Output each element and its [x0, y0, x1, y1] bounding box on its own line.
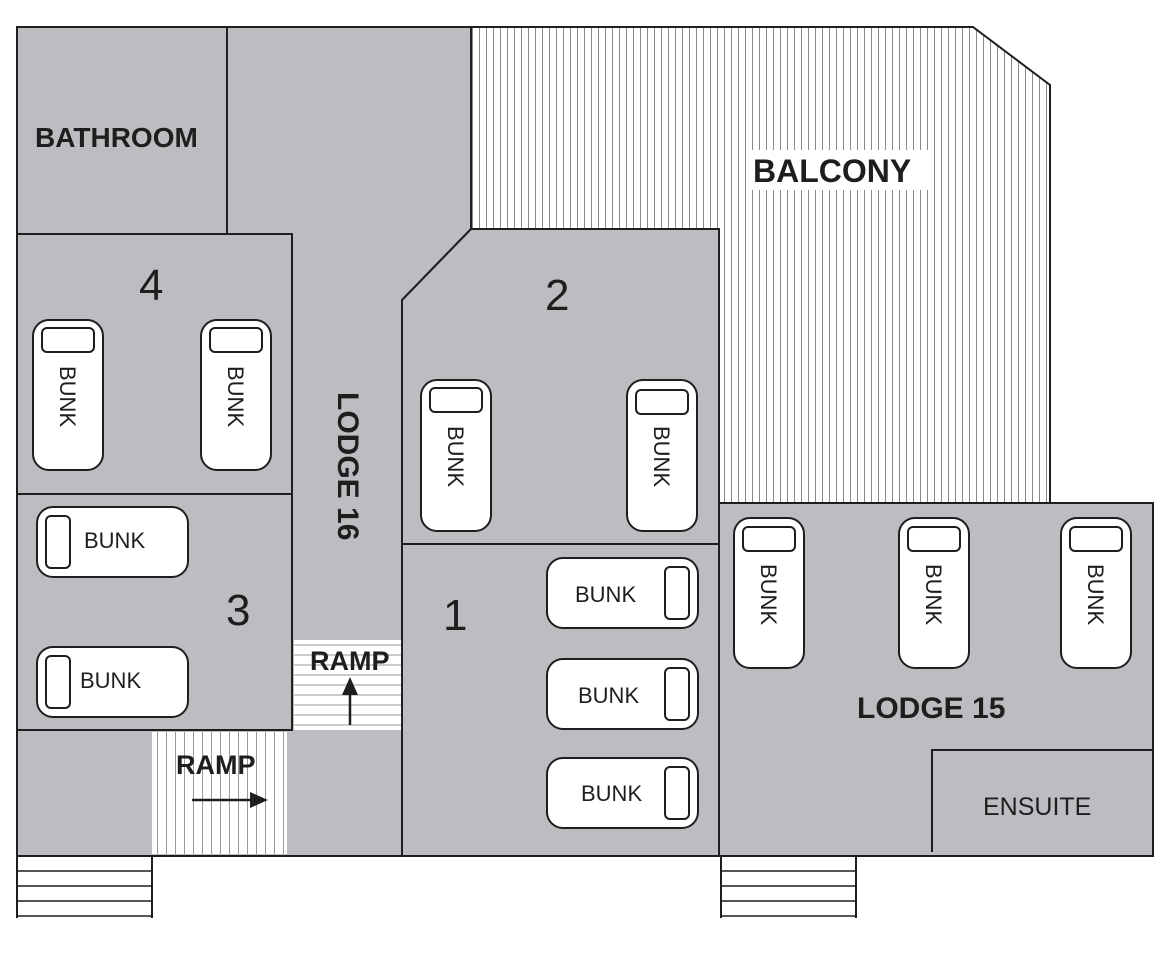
bunk-room3-b: BUNK	[36, 646, 189, 718]
bunk-label: BUNK	[756, 564, 781, 625]
bunk-label: BUNK	[921, 564, 946, 625]
bunk-label: BUNK	[581, 781, 642, 806]
bunk-room1-c: BUNK	[546, 757, 699, 829]
bunk-label: BUNK	[649, 426, 674, 487]
bunk-room1-a: BUNK	[546, 557, 699, 629]
bathroom-room	[16, 26, 228, 235]
bunk-label: BUNK	[578, 683, 639, 708]
bunk-label: BUNK	[223, 366, 248, 427]
ensuite-label: ENSUITE	[983, 793, 1091, 821]
bathroom-label: BATHROOM	[35, 122, 198, 153]
bunk-room3-a: BUNK	[36, 506, 189, 578]
bunk-label: BUNK	[80, 668, 141, 693]
room-3-number: 3	[226, 586, 250, 635]
bunk-room2-b: BUNK	[626, 379, 698, 532]
balcony-label-bg	[752, 150, 930, 190]
ramp-lower-label: RAMP	[176, 750, 256, 780]
lodge15-label: LODGE 15	[857, 692, 1005, 725]
bunk-label: BUNK	[443, 426, 468, 487]
bunk-lodge15-c: BUNK	[1060, 517, 1132, 669]
steps-right	[720, 856, 857, 918]
ensuite-wall	[931, 749, 1153, 852]
arrow-right-icon	[192, 792, 268, 808]
bunk-label: BUNK	[84, 528, 145, 553]
bunk-room4-b: BUNK	[200, 319, 272, 471]
bunk-room2-a: BUNK	[420, 379, 492, 532]
arrow-up-icon	[342, 677, 358, 725]
balcony-label: BALCONY	[753, 153, 911, 189]
bunk-label: BUNK	[55, 366, 80, 427]
steps-left	[16, 856, 153, 918]
room-2-number: 2	[545, 271, 569, 320]
bunk-lodge15-b: BUNK	[898, 517, 970, 669]
bunk-room1-b: BUNK	[546, 658, 699, 730]
room-4-number: 4	[139, 261, 163, 310]
ramp-upper-label: RAMP	[310, 646, 390, 676]
bunk-lodge15-a: BUNK	[733, 517, 805, 669]
ramp-lower-area	[152, 732, 287, 854]
bunk-room4-a: BUNK	[32, 319, 104, 471]
bunk-label: BUNK	[1083, 564, 1108, 625]
lodge16-label: LODGE 16	[331, 392, 364, 540]
bunk-label: BUNK	[575, 582, 636, 607]
room-1-number: 1	[443, 591, 467, 640]
